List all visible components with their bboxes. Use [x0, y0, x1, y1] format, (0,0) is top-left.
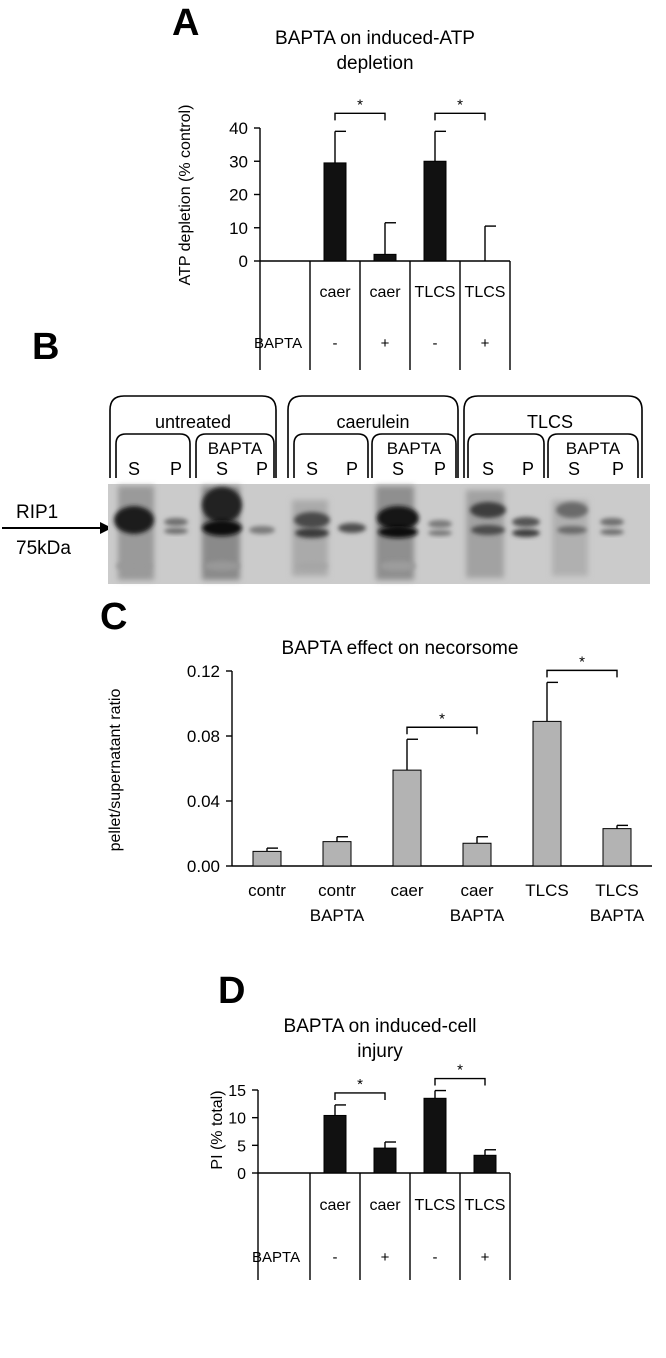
bapta-sign: +: [381, 1249, 390, 1266]
bapta-sign: -: [433, 1249, 438, 1266]
panel-d-letter: D: [218, 970, 246, 1012]
significance-label: *: [357, 1076, 363, 1093]
significance-bracket: [434, 1077, 486, 1086]
group-label-tlcs: TLCS: [527, 412, 573, 432]
x-tick-label: TLCS: [415, 1197, 456, 1214]
y-tick-label: 0.08: [187, 727, 220, 746]
y-tick-label: 10: [228, 1111, 246, 1128]
y-tick-label: 0.00: [187, 857, 220, 876]
lane-label-10: P: [522, 459, 534, 479]
significance-label: *: [439, 710, 445, 727]
x-tick-label: BAPTA: [450, 906, 505, 925]
significance-bracket: [406, 726, 478, 735]
marker-label-size: 75kDa: [16, 538, 71, 559]
x-tick-label: caer: [390, 881, 423, 900]
y-axis-label: pellet/supernatant ratio: [107, 689, 124, 852]
bar: [532, 720, 562, 867]
lane-label-5: S: [306, 459, 318, 479]
panel-c-title: BAPTA effect on necorsome: [281, 638, 519, 659]
bracket-tlcs: [463, 395, 643, 478]
lane-label-12: P: [612, 459, 624, 479]
lane-label-8: P: [434, 459, 446, 479]
group-label-untreated: untreated: [155, 412, 231, 432]
y-tick-label: 0.04: [187, 792, 220, 811]
bracket-caerulein: [287, 395, 459, 478]
marker-arrow: [2, 522, 112, 534]
x-tick-label: caer: [460, 881, 493, 900]
x-tick-label: BAPTA: [310, 906, 365, 925]
lane-label-11: S: [568, 459, 580, 479]
panel-b-letter: B: [32, 326, 60, 368]
lane-label-2: P: [170, 459, 182, 479]
y-tick-label: 15: [228, 1083, 246, 1100]
panel-d-title-line2: injury: [357, 1041, 403, 1062]
x-tick-label: caer: [319, 1197, 351, 1214]
bar: [322, 841, 352, 867]
row-label-bapta: BAPTA: [252, 1249, 300, 1266]
x-tick-label: contr: [318, 881, 356, 900]
group-label-caerulein: caerulein: [336, 412, 409, 432]
significance-bracket: [334, 1092, 386, 1100]
bar: [602, 828, 632, 867]
bar: [252, 850, 282, 867]
panel-d-title-line1: BAPTA on induced-cell: [283, 1016, 477, 1037]
x-tick-label: BAPTA: [590, 906, 645, 925]
significance-bracket: [546, 669, 618, 678]
y-tick-label: 0.12: [187, 662, 220, 681]
panel-a-title: BAPTA on induced-ATP depletion: [235, 26, 515, 76]
panel-a-title-line2: depletion: [336, 53, 414, 74]
lane-label-6: P: [346, 459, 358, 479]
lane-label-4: P: [256, 459, 268, 479]
lane-label-3: S: [216, 459, 228, 479]
significance-label: *: [579, 653, 585, 670]
panel-a-letter: A: [172, 2, 200, 44]
blot-figure: untreated caerulein TLCS BAPTA BAPTA BAP…: [2, 395, 650, 584]
x-tick-label: contr: [248, 881, 286, 900]
panel-c-letter: C: [100, 596, 128, 638]
bar: [392, 769, 422, 867]
x-tick-label: caer: [369, 1197, 401, 1214]
bracket-untreated: [109, 395, 277, 478]
panel-d-title: BAPTA on induced-cell injury: [260, 1014, 500, 1064]
subgroup-label-bapta-2: BAPTA: [387, 439, 442, 458]
x-tick-label: TLCS: [465, 1197, 506, 1214]
lane-label-7: S: [392, 459, 404, 479]
x-tick-label: TLCS: [595, 881, 638, 900]
y-axis-label: PI (% total): [209, 1090, 226, 1169]
lane-label-9: S: [482, 459, 494, 479]
bar: [473, 1154, 497, 1174]
bapta-sign: -: [333, 1249, 338, 1266]
marker-label-rip1: RIP1: [16, 502, 58, 523]
lane-label-1: S: [128, 459, 140, 479]
significance-label: *: [457, 1062, 463, 1079]
subgroup-label-bapta-3: BAPTA: [566, 439, 621, 458]
x-tick-label: TLCS: [525, 881, 568, 900]
subgroup-label-bapta-1: BAPTA: [208, 439, 263, 458]
y-tick-label: 5: [237, 1138, 246, 1155]
panel-a-title-line1: BAPTA on induced-ATP: [275, 28, 475, 49]
y-tick-label: 0: [237, 1166, 246, 1183]
bapta-sign: +: [481, 1249, 490, 1266]
bar: [423, 1097, 447, 1174]
bar: [462, 842, 492, 867]
bar: [323, 1114, 347, 1174]
blot-image: [108, 484, 650, 584]
bar: [373, 1147, 397, 1174]
